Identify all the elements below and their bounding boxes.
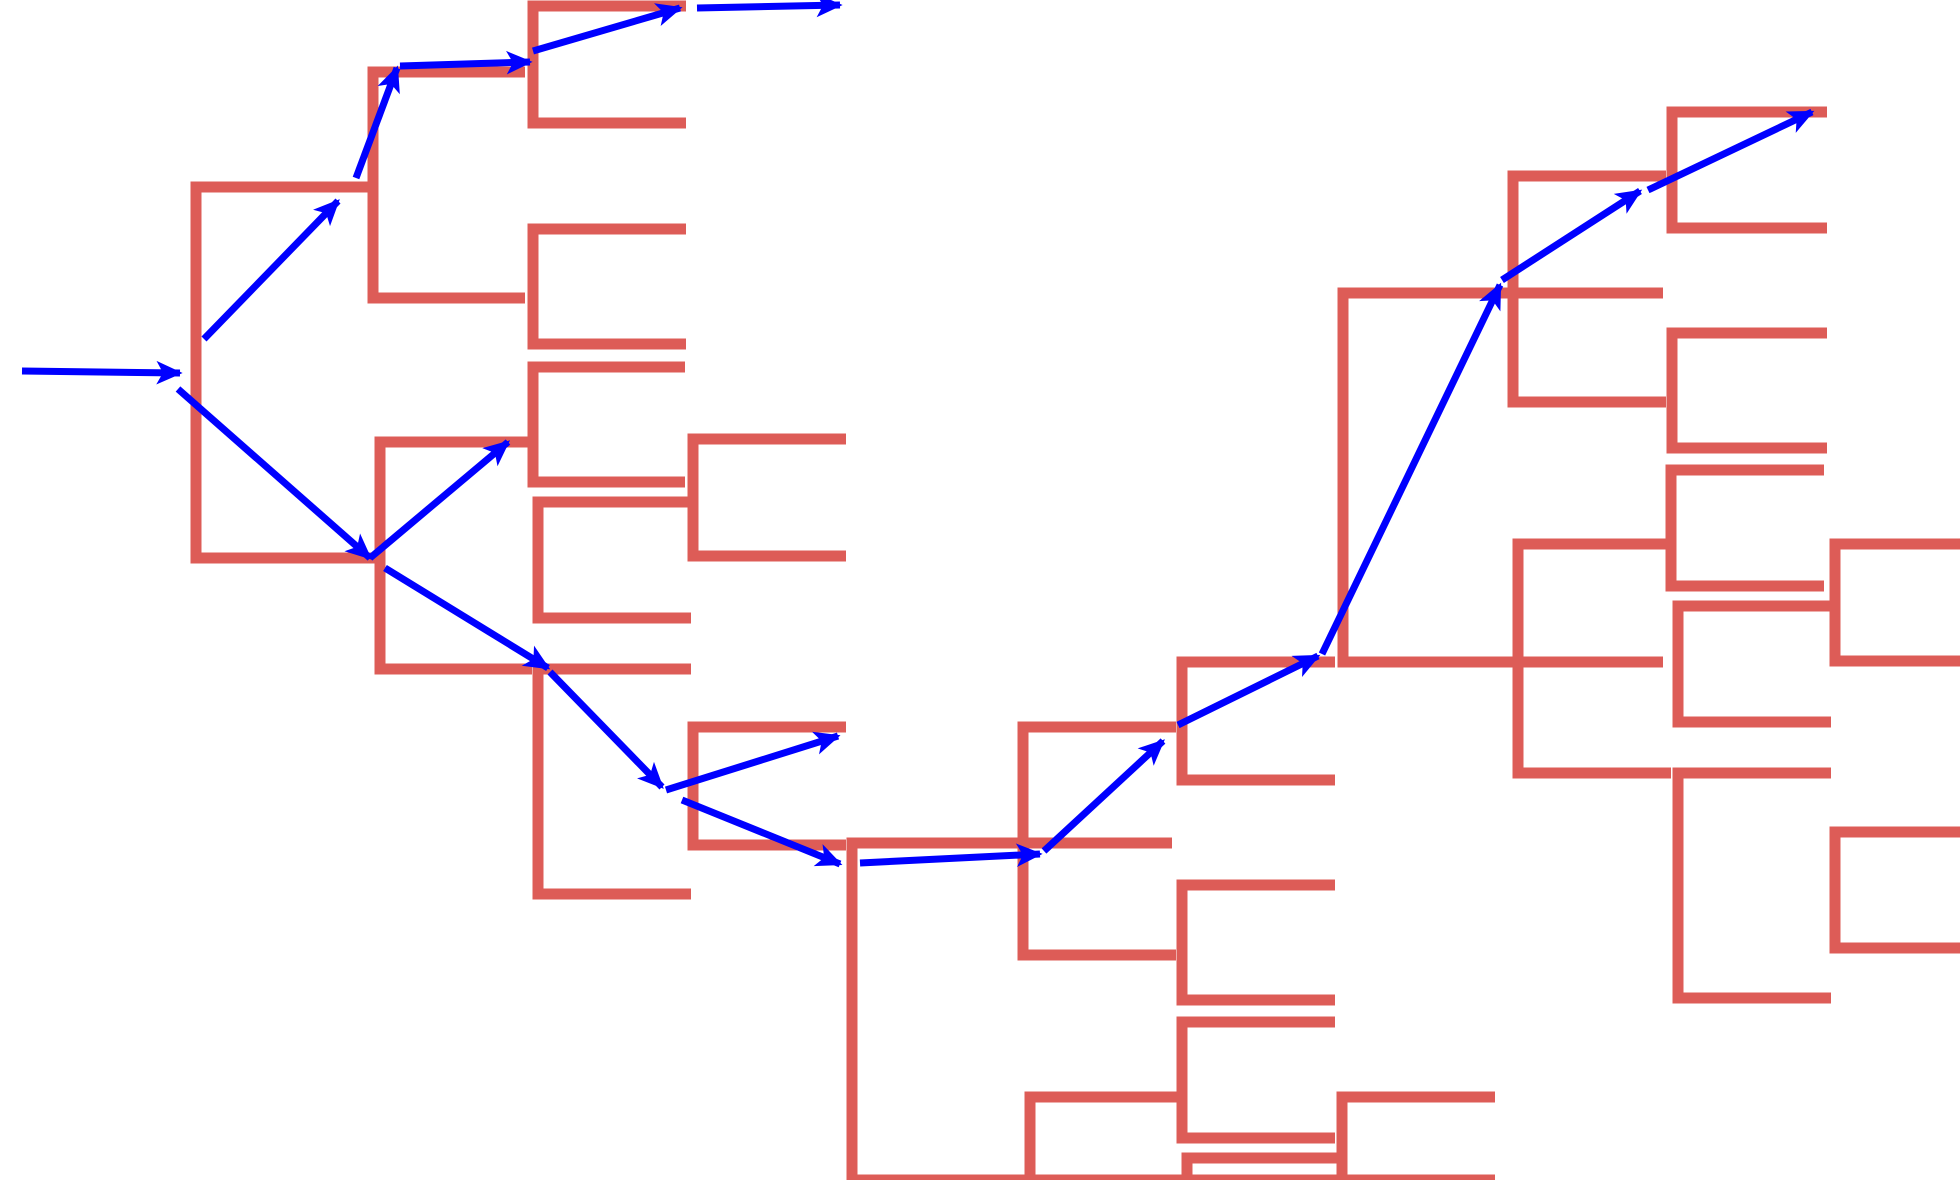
bracket-2 <box>374 436 532 675</box>
bracket-14 <box>1176 1016 1335 1144</box>
bracket-1 <box>367 66 525 304</box>
arrow-11 <box>680 796 843 868</box>
bracket-10 <box>846 837 1172 1180</box>
arrow-13 <box>1041 738 1166 854</box>
arrow-0 <box>21 360 183 385</box>
bracket-24 <box>1672 600 1831 728</box>
bracket-4 <box>527 223 686 350</box>
bracket-17 <box>1181 1152 1340 1180</box>
bracket-20 <box>1512 538 1671 779</box>
arrow-7 <box>367 439 511 561</box>
arrow-15 <box>1318 282 1504 656</box>
arrow-17 <box>1646 108 1815 194</box>
bracket-25 <box>1672 767 1831 1004</box>
bracket-23 <box>1665 464 1824 592</box>
bracket-22 <box>1666 327 1827 454</box>
arrow-2 <box>175 386 373 561</box>
bracket-6 <box>532 496 691 624</box>
bracket-27 <box>1829 826 1960 954</box>
arrow-4 <box>399 50 533 75</box>
arrow-14 <box>1176 652 1321 729</box>
arrow-9 <box>547 669 665 790</box>
bracket-26 <box>1829 538 1960 667</box>
bracket-12 <box>1176 656 1335 786</box>
brackets-layer <box>190 0 1960 1180</box>
bracket-9 <box>687 721 846 851</box>
arrow-6 <box>696 0 843 18</box>
arrow-12 <box>859 843 1043 867</box>
arrow-5 <box>532 3 683 55</box>
bracket-21 <box>1666 106 1827 234</box>
arrow-10 <box>664 731 841 794</box>
arrow-8 <box>383 565 551 671</box>
arrow-1 <box>201 198 341 342</box>
bracket-16 <box>1336 1091 1495 1180</box>
bracket-15 <box>1024 1091 1183 1180</box>
bracket-11 <box>1017 721 1176 961</box>
arrow-16 <box>1500 188 1643 283</box>
bracket-7 <box>532 663 691 900</box>
bracket-3 <box>527 0 686 129</box>
arrow-3 <box>352 65 401 180</box>
bracket-19 <box>1507 170 1666 408</box>
bracket-0 <box>190 181 375 564</box>
arrows-layer <box>21 0 1815 868</box>
bracket-13 <box>1176 879 1335 1006</box>
bracket-5 <box>527 361 685 488</box>
bracket-18 <box>1337 287 1663 668</box>
bracket-8 <box>687 433 846 562</box>
